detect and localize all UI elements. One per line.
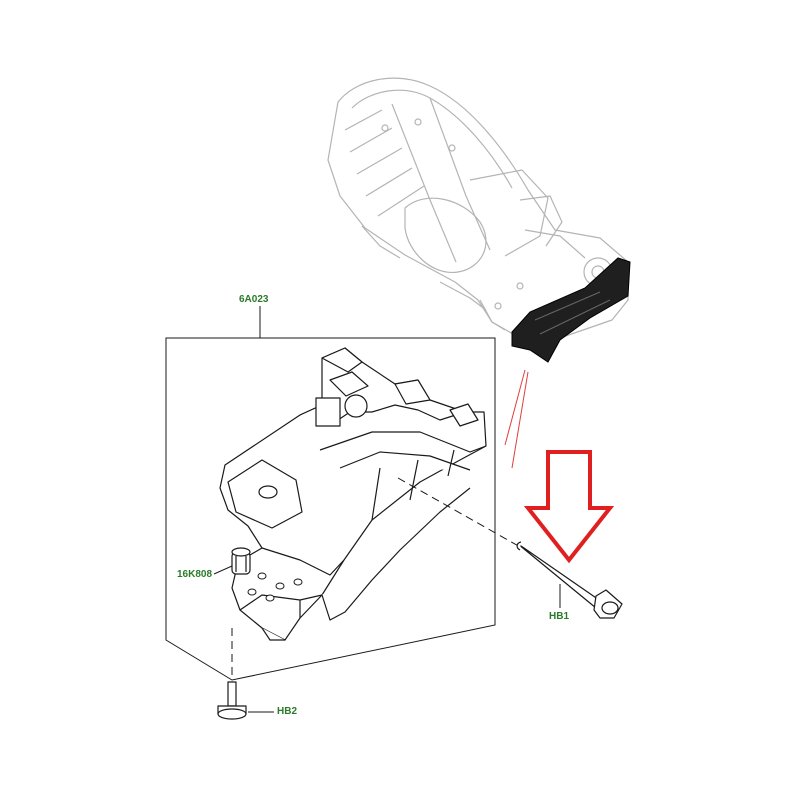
callout-bushing: 16K808 bbox=[177, 569, 213, 580]
down-arrow-outline-icon bbox=[523, 450, 615, 564]
transmission-mount-location bbox=[511, 257, 631, 363]
callout-bracket: 6A023 bbox=[239, 294, 269, 305]
mount-bolt-part bbox=[217, 681, 247, 720]
mounting-holes bbox=[247, 572, 303, 602]
through-bolt-part bbox=[516, 541, 623, 619]
bushing-leader-line bbox=[213, 565, 233, 575]
callout-mount-bolt: HB2 bbox=[277, 706, 298, 717]
bushing-part bbox=[231, 547, 251, 575]
exploded-view-boundary bbox=[165, 306, 496, 681]
location-leader-lines bbox=[504, 369, 529, 469]
crossmember-bracket-illustration bbox=[219, 347, 487, 641]
callout-through-bolt: HB1 bbox=[549, 611, 570, 622]
bolt-axis-line bbox=[397, 477, 523, 549]
